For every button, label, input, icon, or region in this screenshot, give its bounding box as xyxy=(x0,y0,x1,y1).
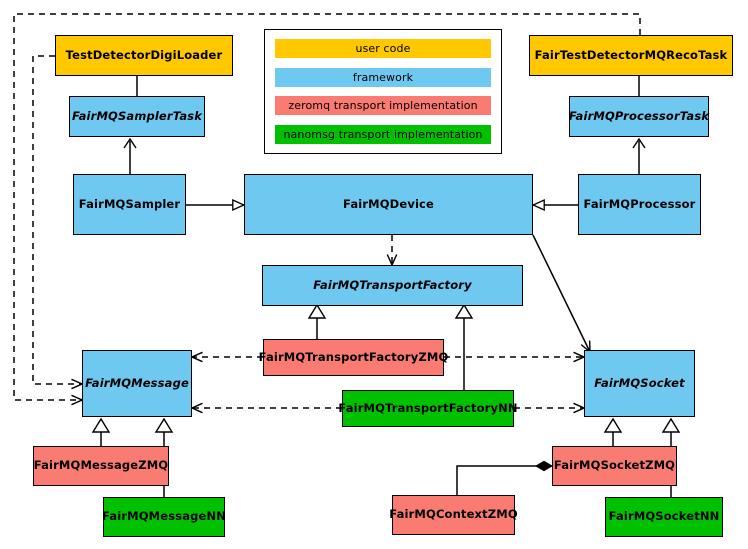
class-node-label: FairMQSocketNN xyxy=(608,509,720,524)
class-node-label: FairMQMessage xyxy=(85,375,189,390)
legend-item-user-code: user code xyxy=(275,39,491,58)
edge-tfzmq-tf-head xyxy=(307,303,327,319)
class-node-FairMQMessage[interactable]: FairMQMessage xyxy=(82,350,192,417)
legend-item-zeromq: zeromq transport implementation xyxy=(275,96,491,116)
class-node-FairMQSocketZMQ[interactable]: FairMQSocketZMQ xyxy=(552,446,677,486)
edge-socketnn-socket-head xyxy=(661,417,681,433)
class-node-FairMQSocket[interactable]: FairMQSocket xyxy=(584,350,695,417)
legend-label-framework: framework xyxy=(352,70,414,84)
legend-item-framework: framework xyxy=(275,67,491,87)
class-node-label: FairMQMessageZMQ xyxy=(33,458,169,473)
class-node-label: FairMQSocketZMQ xyxy=(553,458,676,473)
class-node-label: FairMQDevice xyxy=(343,196,434,211)
class-node-label: FairMQTransportFactoryNN xyxy=(338,400,518,415)
class-node-label: FairMQProcessor xyxy=(583,196,696,211)
class-node-label: TestDetectorDigiLoader xyxy=(65,47,223,62)
class-node-FairMQProcessor[interactable]: FairMQProcessor xyxy=(578,174,701,235)
class-node-label: FairMQTransportFactoryZMQ xyxy=(258,349,449,364)
legend-panel: user code framework zeromq transport imp… xyxy=(264,29,502,154)
edge-device-socket xyxy=(532,234,590,352)
legend-item-nanomsg: nanomsg transport implementation xyxy=(275,124,491,144)
edge-messagezmq-message-head xyxy=(91,417,111,433)
class-node-FairMQSocketNN[interactable]: FairMQSocketNN xyxy=(605,497,723,537)
legend-label-nanomsg: nanomsg transport implementation xyxy=(283,127,483,141)
edge-processor-processortask-head xyxy=(632,137,646,149)
class-node-FairMQSampler[interactable]: FairMQSampler xyxy=(73,174,186,235)
class-node-FairTestDetectorMQRecoTask[interactable]: FairTestDetectorMQRecoTask xyxy=(529,35,733,76)
edge-sampler-samplertask-head xyxy=(123,137,137,149)
class-node-label: FairMQProcessorTask xyxy=(568,108,710,123)
class-node-TestDetectorDigiLoader[interactable]: TestDetectorDigiLoader xyxy=(55,35,233,76)
class-node-FairMQMessageNN[interactable]: FairMQMessageNN xyxy=(102,497,226,537)
class-node-label: FairTestDetectorMQRecoTask xyxy=(534,47,728,62)
class-node-label: FairMQContextZMQ xyxy=(389,507,518,522)
edge-socketzmq-contextzmq xyxy=(456,460,553,495)
edge-messagenn-message-head xyxy=(154,417,174,433)
class-node-FairMQContextZMQ[interactable]: FairMQContextZMQ xyxy=(389,495,518,535)
edge-socketzmq-socket-head xyxy=(603,417,623,433)
class-node-FairMQTransportFactory[interactable]: FairMQTransportFactory xyxy=(262,265,523,306)
class-node-FairMQTransportFactoryNN[interactable]: FairMQTransportFactoryNN xyxy=(338,390,518,427)
class-node-FairMQMessageZMQ[interactable]: FairMQMessageZMQ xyxy=(33,446,169,486)
class-node-FairMQDevice[interactable]: FairMQDevice xyxy=(244,174,533,235)
class-node-FairMQTransportFactoryZMQ[interactable]: FairMQTransportFactoryZMQ xyxy=(259,339,448,376)
class-node-FairMQProcessorTask[interactable]: FairMQProcessorTask xyxy=(569,96,709,137)
class-node-label: FairMQTransportFactory xyxy=(313,277,472,292)
legend-label-user-code: user code xyxy=(355,42,411,55)
class-node-label: FairMQSamplerTask xyxy=(71,108,203,123)
class-node-FairMQSamplerTask[interactable]: FairMQSamplerTask xyxy=(69,96,205,137)
class-node-label: FairMQMessageNN xyxy=(102,509,226,524)
legend-label-zeromq: zeromq transport implementation xyxy=(288,99,478,113)
class-node-label: FairMQSampler xyxy=(78,196,181,211)
class-node-label: FairMQSocket xyxy=(594,375,685,390)
edge-tfnn-tf-head xyxy=(454,303,474,319)
